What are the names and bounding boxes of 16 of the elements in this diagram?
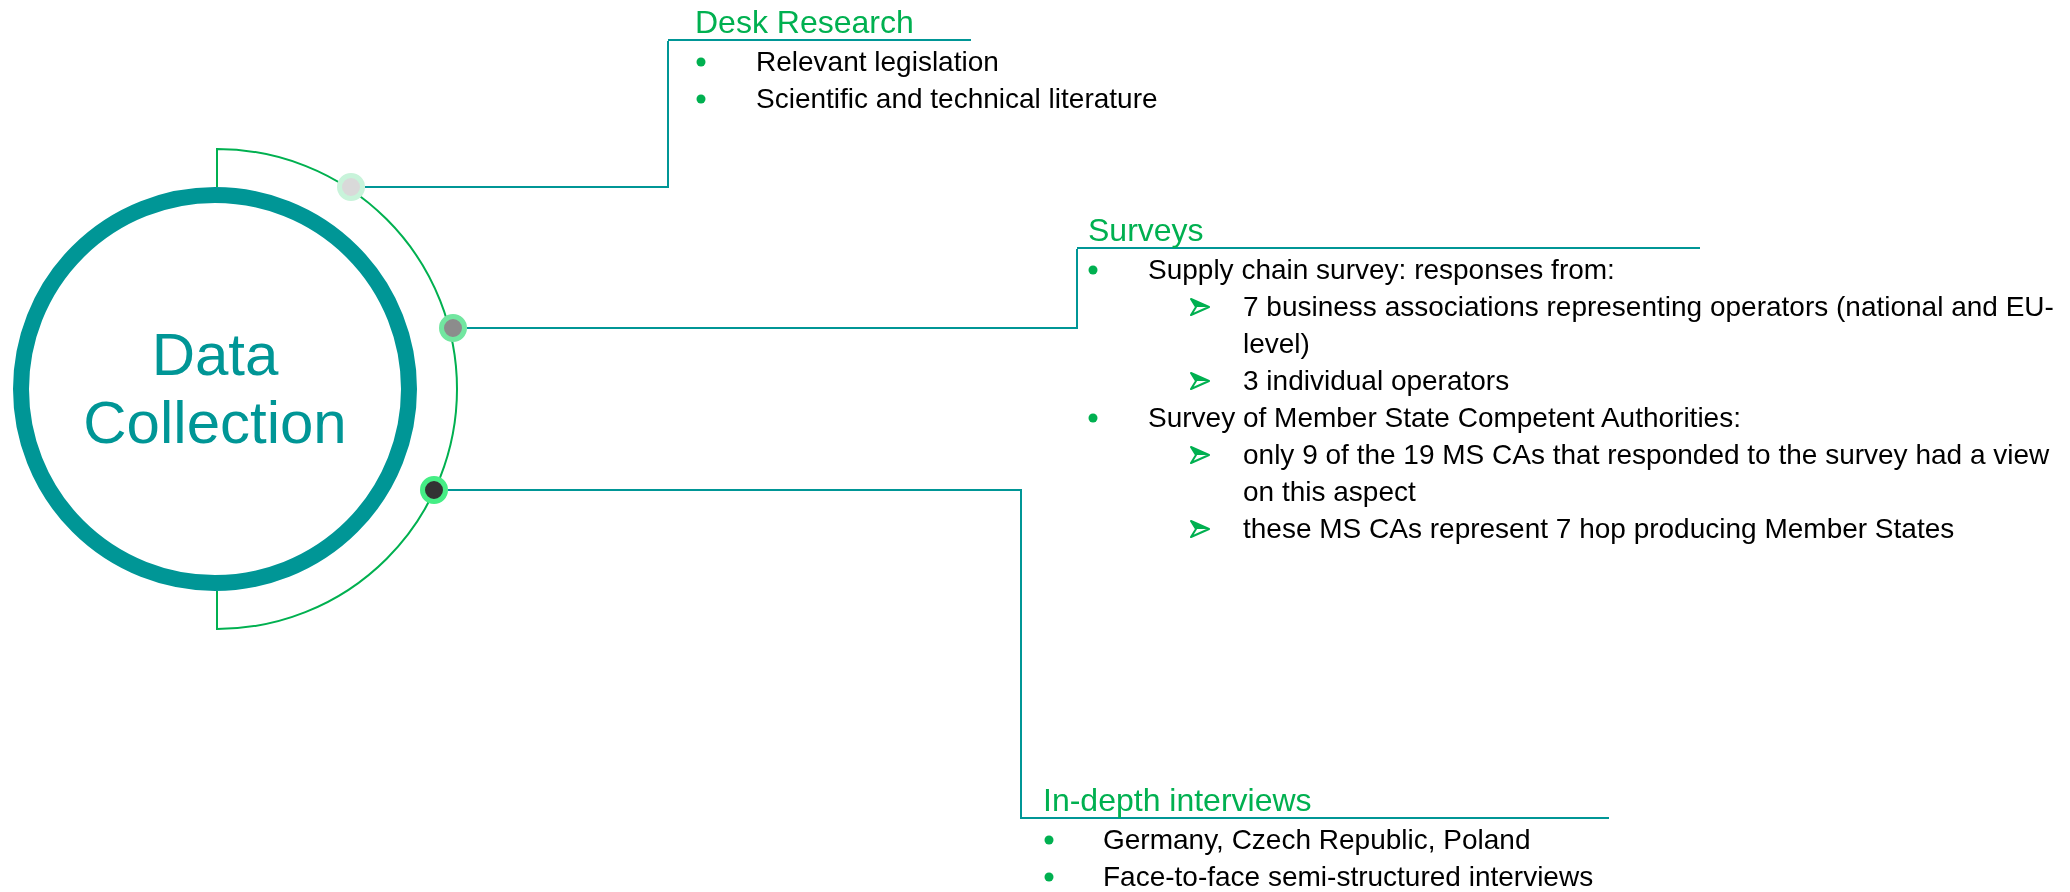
circle-title: Data Collection bbox=[82, 321, 348, 457]
list-item-text: Supply chain survey: responses from: bbox=[1148, 253, 1616, 287]
list-item-text: these MS CAs represent 7 hop producing Member States bbox=[1243, 512, 1956, 546]
connector-line bbox=[364, 40, 669, 188]
list-item-text: 3 individual operators bbox=[1243, 364, 1511, 398]
list-item-text: Survey of Member State Competent Authorities: bbox=[1148, 401, 1742, 435]
section-heading: Surveys bbox=[1077, 211, 1700, 249]
list-item-text: Relevant legislation bbox=[756, 45, 1000, 79]
list-item-text: 7 business associations representing operators (national and EU-level) bbox=[1243, 290, 2055, 361]
list-item-text: Face-to-face semi-structured interviews bbox=[1103, 860, 1595, 892]
connector-line bbox=[447, 489, 1022, 820]
list-item-text: Germany, Czech Republic, Poland bbox=[1103, 823, 1532, 857]
list-item-text: Scientific and technical literature bbox=[756, 82, 1159, 116]
section-heading: Desk Research bbox=[668, 3, 971, 41]
connector-line bbox=[466, 248, 1078, 329]
section-heading: In-depth interviews bbox=[1021, 781, 1609, 819]
